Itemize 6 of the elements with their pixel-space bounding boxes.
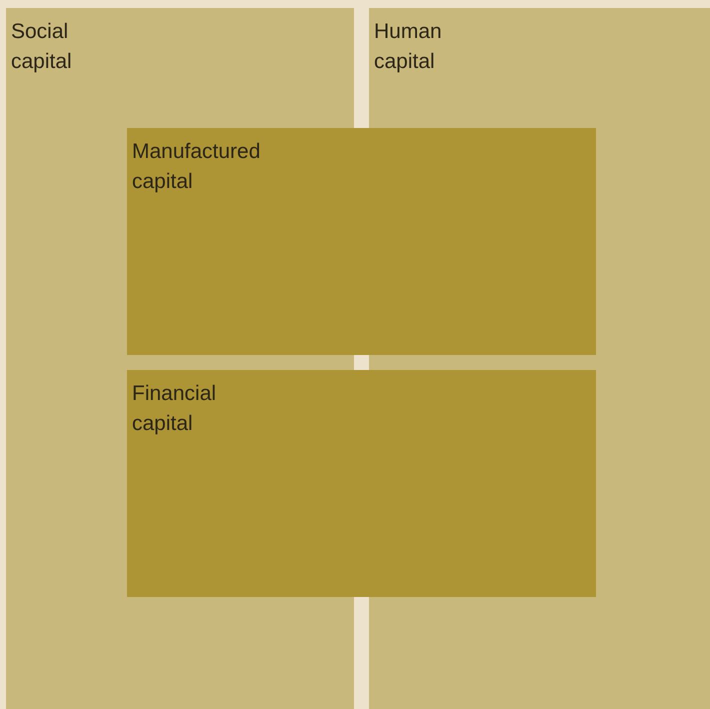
panel-heading: Financial capital [132, 381, 218, 437]
panel-heading: Manufactured capital [132, 139, 262, 195]
panel-heading: Human capital [374, 19, 443, 75]
capital-panel [127, 370, 596, 597]
capital-panel [127, 128, 596, 355]
panel-heading: Social capital [11, 19, 73, 75]
